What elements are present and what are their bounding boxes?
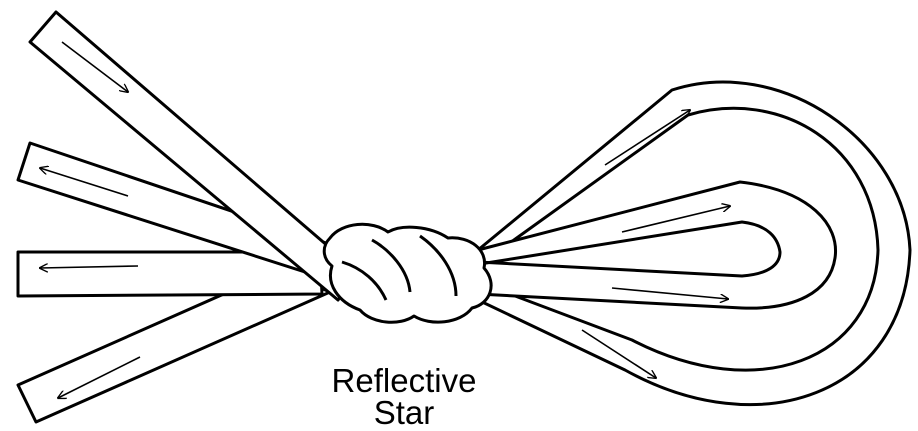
arrow-upper-left [40,168,129,197]
inner-loop [476,180,838,310]
arrow-lower-left [58,356,141,398]
caption-reflective: Reflective [331,362,477,399]
arrow-inner-upper [621,206,730,233]
arrow-left [40,266,139,268]
caption-star: Star [373,394,435,431]
knot-crease [341,234,458,301]
outer-loop [476,80,912,407]
knot [322,222,493,324]
arrow-inner-lower [611,287,728,299]
arrow-outer-upper [604,110,690,166]
arrow-outer-lower [581,329,656,378]
arrow-incoming [61,41,128,92]
incoming-beam [28,10,360,302]
